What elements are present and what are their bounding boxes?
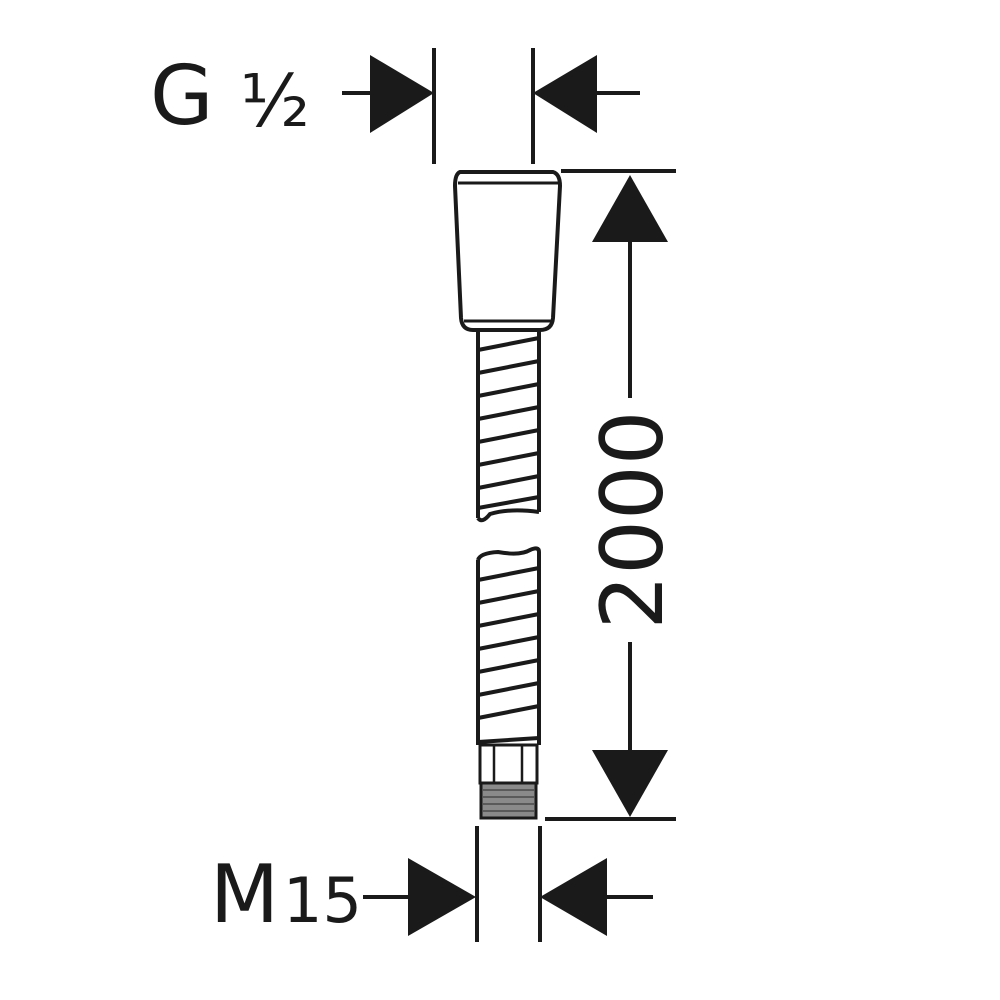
top-conical-nut bbox=[452, 170, 563, 332]
length-value: 2000 bbox=[583, 411, 683, 630]
bottom-connection-dimension: M 15 bbox=[210, 826, 653, 942]
top-label-g: G bbox=[150, 49, 214, 144]
top-right-arrow-icon bbox=[533, 55, 597, 133]
bottom-hex-nut bbox=[478, 743, 539, 785]
top-connection-dimension: G ½ bbox=[150, 48, 640, 164]
hose-body bbox=[452, 170, 563, 820]
bottom-left-arrow-icon bbox=[408, 858, 476, 936]
upper-hose-section bbox=[476, 330, 541, 523]
lower-hose-section bbox=[476, 546, 541, 745]
bottom-right-arrow-icon bbox=[540, 858, 607, 936]
length-up-arrow-icon bbox=[592, 175, 668, 242]
bottom-label-m: M bbox=[210, 848, 279, 941]
bottom-label-number: 15 bbox=[283, 864, 362, 937]
length-dimension: 2000 bbox=[545, 169, 683, 821]
top-left-arrow-icon bbox=[370, 55, 434, 133]
bottom-thread bbox=[479, 781, 538, 820]
top-label-fraction: ½ bbox=[240, 59, 310, 143]
length-down-arrow-icon bbox=[592, 750, 668, 817]
